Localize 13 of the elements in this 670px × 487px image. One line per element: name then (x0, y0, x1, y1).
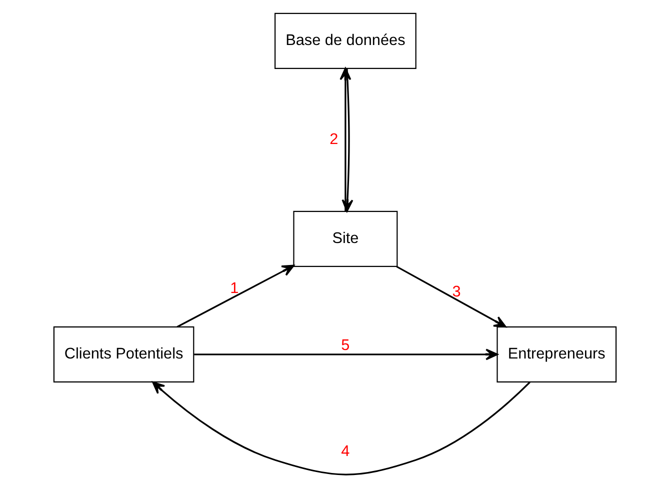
arrow (194, 348, 498, 360)
node-box: Base de données (274, 12, 416, 68)
edge-label: 2 (330, 130, 338, 148)
node-box: Entrepreneurs (496, 326, 617, 382)
edge-label: 4 (341, 442, 350, 460)
arrow (396, 265, 506, 328)
arrow (152, 380, 530, 475)
edge-label: 1 (230, 280, 239, 297)
node-box: Site (293, 210, 398, 266)
edge-label: 5 (341, 336, 350, 354)
node-box: Clients Potentiels (53, 326, 194, 382)
arrow (176, 264, 294, 328)
edge-label: 3 (452, 282, 461, 300)
